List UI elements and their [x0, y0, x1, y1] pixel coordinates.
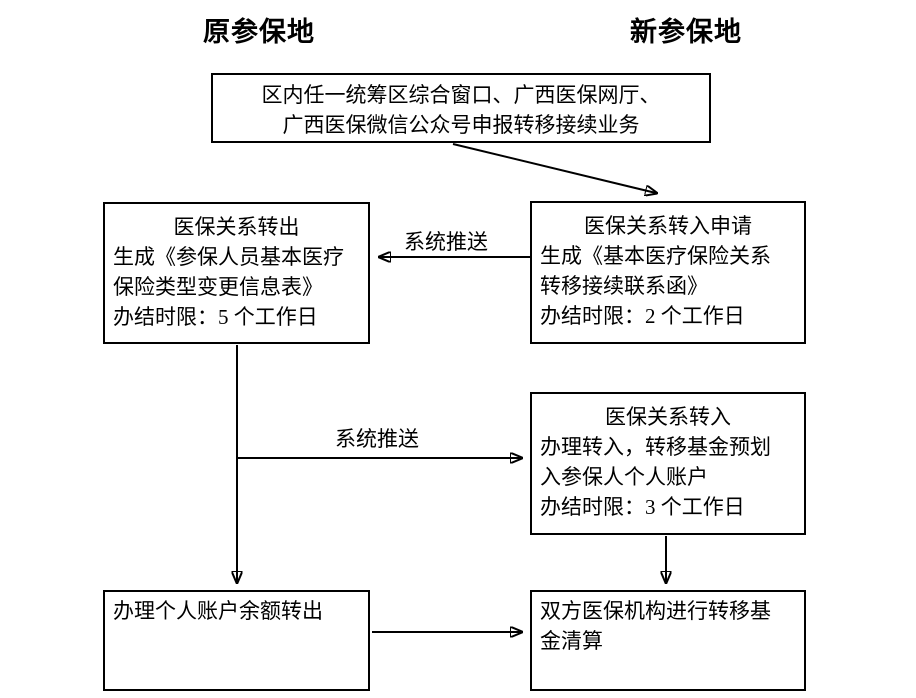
- box-transfer-in-apply-line: 生成《基本医疗保险关系: [540, 244, 771, 268]
- box-transfer-in-apply-line: 办结时限：2 个工作日: [540, 304, 745, 328]
- box-transfer-in-title: 医保关系转入: [605, 405, 731, 429]
- box-transfer-in: 医保关系转入 办理转入，转移基金预划 入参保人个人账户 办结时限：3 个工作日: [530, 392, 806, 535]
- box-apply-line: 广西医保微信公众号申报转移接续业务: [282, 113, 640, 137]
- box-transfer-out-line: 保险类型变更信息表》: [113, 275, 323, 299]
- box-apply-channels: 区内任一统筹区综合窗口、广西医保网厅、 广西医保微信公众号申报转移接续业务: [211, 73, 711, 143]
- box-transfer-out: 医保关系转出 生成《参保人员基本医疗 保险类型变更信息表》 办结时限：5 个工作…: [103, 202, 370, 344]
- box-transfer-in-apply-title: 医保关系转入申请: [584, 214, 752, 238]
- box-apply-line: 区内任一统筹区综合窗口、广西医保网厅、: [261, 83, 661, 107]
- box-transfer-out-line: 办结时限：5 个工作日: [113, 305, 318, 329]
- box-fund-settlement-line: 双方医保机构进行转移基: [540, 599, 771, 623]
- box-transfer-out-title: 医保关系转出: [173, 215, 300, 239]
- box-fund-settlement-line: 金清算: [540, 629, 603, 653]
- arrow-label-system-push-to-in: 系统推送: [335, 423, 419, 453]
- column-header-origin: 原参保地: [203, 17, 315, 47]
- box-transfer-in-line: 办结时限：3 个工作日: [540, 495, 745, 519]
- box-transfer-in-apply: 医保关系转入申请 生成《基本医疗保险关系 转移接续联系函》 办结时限：2 个工作…: [530, 201, 806, 344]
- box-transfer-in-line: 办理转入，转移基金预划: [540, 435, 771, 459]
- arrow-label-system-push-to-out: 系统推送: [404, 226, 488, 256]
- column-header-destination: 新参保地: [630, 17, 742, 47]
- box-transfer-out-line: 生成《参保人员基本医疗: [113, 245, 344, 269]
- connector-apply-to-transfer-in-apply: [452, 143, 656, 193]
- box-balance-transfer-out-line: 办理个人账户余额转出: [113, 599, 323, 623]
- box-fund-settlement: 双方医保机构进行转移基 金清算: [530, 590, 806, 691]
- box-transfer-in-line: 入参保人个人账户: [540, 465, 708, 489]
- box-balance-transfer-out: 办理个人账户余额转出: [103, 590, 370, 691]
- box-transfer-in-apply-line: 转移接续联系函》: [540, 274, 708, 298]
